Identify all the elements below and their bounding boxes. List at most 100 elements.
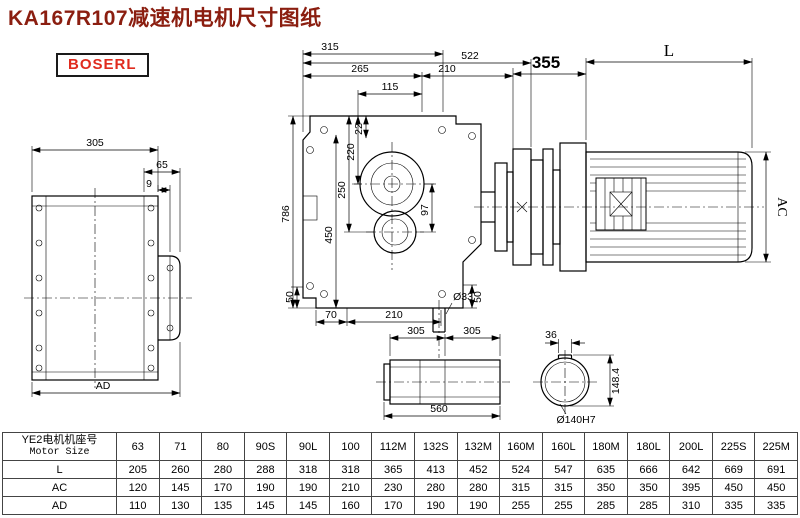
- table-cell: 280: [413, 478, 458, 497]
- dim-786: 786: [280, 205, 292, 223]
- table-cell: 210: [328, 478, 373, 497]
- table-col-header: 180M: [584, 432, 628, 461]
- table-cell: 280: [201, 460, 245, 479]
- dim-450: 450: [323, 226, 335, 244]
- table-cell: 170: [201, 478, 245, 497]
- dim-355: 355: [532, 53, 560, 72]
- table-cell: 130: [158, 496, 203, 515]
- table-cell: 285: [584, 496, 628, 515]
- coupling-cross: [516, 201, 528, 213]
- table-cell: 635: [584, 460, 628, 479]
- table-row-label: AD: [2, 496, 117, 515]
- table-cell: 350: [584, 478, 628, 497]
- dim-560: 560: [430, 403, 448, 415]
- table-cell: 120: [116, 478, 160, 497]
- dim-220: 220: [345, 143, 357, 161]
- table-cell: 452: [456, 460, 501, 479]
- table-cell: 350: [626, 478, 671, 497]
- table-cell: 255: [541, 496, 586, 515]
- table-cell: 669: [711, 460, 756, 479]
- dim-315: 315: [321, 41, 339, 53]
- page-title: KA167R107减速机电机尺寸图纸: [8, 7, 322, 30]
- front-view: 315 522 265 210 115 786 450 250 220 22: [280, 41, 532, 358]
- table-row-label: L: [2, 460, 117, 479]
- dim-250: 250: [336, 181, 348, 199]
- table-col-header: 160L: [541, 432, 586, 461]
- dim-522: 522: [461, 50, 479, 62]
- dim-148-4: 148.4: [610, 368, 622, 394]
- table-cell: 135: [201, 496, 245, 515]
- table-cell: 230: [371, 478, 415, 497]
- dim-210-bottom: 210: [385, 309, 403, 321]
- table-header-cn: YE2电机机座号: [21, 434, 98, 446]
- technical-drawing: 305 65 9 AD: [24, 41, 789, 426]
- side-view: 305 65 9 AD: [24, 137, 192, 397]
- front-bolt-holes: [306, 126, 476, 298]
- table-cell: 691: [754, 460, 798, 479]
- dim-side-9: 9: [146, 178, 152, 190]
- dim-305-a: 305: [407, 325, 425, 337]
- table-col-header: 63: [116, 432, 160, 461]
- table-col-header: 225M: [754, 432, 798, 461]
- dim-side-AD: AD: [96, 380, 111, 392]
- table-cell: 110: [116, 496, 160, 515]
- dim-210-top: 210: [438, 63, 456, 75]
- table-cell: 288: [243, 460, 288, 479]
- dim-L: L: [664, 41, 674, 60]
- table-cell: 260: [158, 460, 203, 479]
- table-cell: 450: [711, 478, 756, 497]
- table-cell: 547: [541, 460, 586, 479]
- dim-side-65: 65: [156, 159, 168, 171]
- table-cell: 318: [286, 460, 330, 479]
- table-cell: 190: [243, 478, 288, 497]
- table-cell: 335: [711, 496, 756, 515]
- brand-logo: BOSERL: [56, 53, 149, 77]
- table-cell: 666: [626, 460, 671, 479]
- table-col-header: 112M: [371, 432, 415, 461]
- table-col-header: 132S: [413, 432, 458, 461]
- table-cell: 255: [499, 496, 543, 515]
- motor-view: 355 L AC: [474, 41, 789, 272]
- terminal-box: [595, 177, 647, 231]
- table-cell: 524: [499, 460, 543, 479]
- dim-115: 115: [382, 81, 399, 93]
- bore-view: 36 148.4 Ø140H7: [533, 329, 622, 426]
- table-cell: 190: [413, 496, 458, 515]
- table-cell: 450: [754, 478, 798, 497]
- table-cell: 205: [116, 460, 160, 479]
- table-cell: 285: [626, 496, 671, 515]
- dim-265: 265: [351, 63, 369, 75]
- table-cell: 170: [371, 496, 415, 515]
- table-cell: 310: [669, 496, 713, 515]
- table-col-header: 90S: [243, 432, 288, 461]
- dim-50-right: 50: [472, 291, 484, 303]
- table-cell: 315: [541, 478, 586, 497]
- table-cell: 280: [456, 478, 501, 497]
- table-cell: 365: [371, 460, 415, 479]
- table-col-header: 132M: [456, 432, 501, 461]
- shaft-view: 305 305 560: [376, 325, 510, 420]
- table-cell: 160: [328, 496, 373, 515]
- dim-305-b: 305: [463, 325, 481, 337]
- side-view-bolt-holes: [35, 204, 174, 372]
- dim-97: 97: [419, 204, 431, 216]
- table-col-header: 71: [158, 432, 203, 461]
- table-row-label: AC: [2, 478, 117, 497]
- table-col-header: 160M: [499, 432, 543, 461]
- table-cell: 315: [499, 478, 543, 497]
- dim-50-left: 50: [284, 291, 296, 303]
- table-cell: 190: [286, 478, 330, 497]
- table-cell: 145: [158, 478, 203, 497]
- table-cell: 335: [754, 496, 798, 515]
- table-col-header: 80: [201, 432, 245, 461]
- table-header-en: Motor Size: [29, 447, 90, 458]
- brand-text: BOSERL: [68, 56, 137, 73]
- table-cell: 145: [286, 496, 330, 515]
